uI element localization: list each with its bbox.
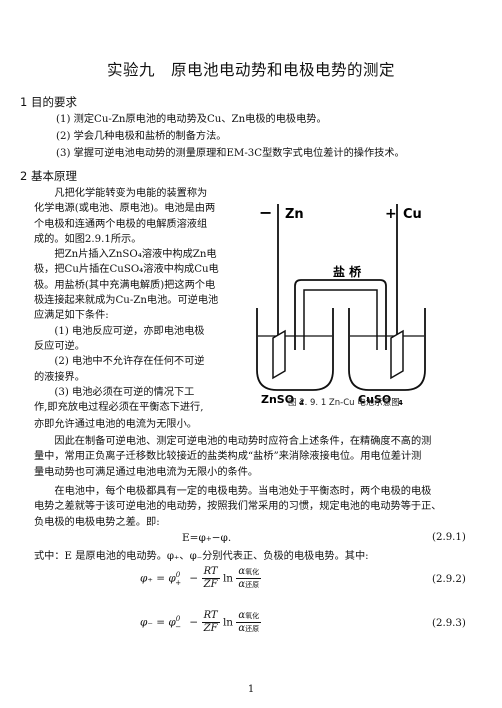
text-line: (1) 电池反应可逆，亦即电池电极 [54,325,205,337]
text-line: 电势之差就等于该可逆电池的电动势，按照我们常采用的习惯，规定电池的电动势等于正、 [34,501,442,513]
eq2-plus-sub: + [175,578,182,587]
right-beaker [348,308,426,391]
equation-number: (2.9.3) [432,618,466,629]
paragraph-salt-bridge: 因此在制备可逆电池、测定可逆电池的电动势时应符合上述条件，在精确度不高的测 量中… [34,434,474,480]
objective-item: (2) 学会几种电极和盐桥的制备方法。 [56,131,227,142]
text-line: 量中，常用正负离子迁移数比较接近的盐类构成“盐桥”来消除液接电位。用电位差计测 [34,451,422,463]
equation-number: (2.9.2) [432,574,466,585]
page-title: 实验九 原电池电动势和电极电势的测定 [106,61,395,79]
salt-bridge-outer [294,279,387,350]
text-line: 成的。如图2.9.1所示。 [34,233,142,245]
equation-2-9-1: E=φ+−φ. [182,532,231,544]
page-number: 1 [247,684,255,695]
principle-narrow-column: 凡把化学能转变为电能的装置称为 化学电源(或电池、原电池)。电池是由两 个电极和… [34,186,239,415]
eq3-alpha: α [238,623,246,634]
eq1-tail: −φ. [211,532,232,544]
eq3-numerator: RT [201,610,220,623]
paragraph-electrode-potential: 在电池中，每个电极都具有一定的电极电势。当电池处于平衡态时，两个电极的电极 电势… [34,484,474,530]
eq2-denominator: ZF [203,579,218,590]
zn-plate [272,329,286,380]
figure-caption: 图 2. 9. 1 Zn-Cu 电池示意图 [288,398,400,408]
left-beaker [256,308,334,391]
eq3-standard-superscript: 0 [175,615,181,623]
eq2-ox-sub: 氧化 [245,568,260,576]
objective-item: (3) 掌握可逆电池电动势的测量原理和EM-3C型数字式电位差计的操作技术。 [56,148,405,159]
text-line: 极。用盐桥(其中充满电解质)把这两个电 [34,279,216,291]
text-line: 量电动势也可满足通过电池电流为无限小的条件。 [34,466,259,478]
eq3-denominator: ZF [203,623,218,634]
eq3-minus-sub: − [175,622,182,631]
znso4-label: ZnSO [261,393,294,405]
eq2-numerator: RT [201,566,220,579]
section-heading-objectives: 1 目的要求 [20,95,77,109]
text-line: 式中：E 是原电池的电动势。φ₊、φ₋分别代表正、负极的电极电势。其中: [34,551,369,562]
eq2-lhs: φ₊ = φ [140,572,176,585]
objective-item: (1) 测定Cu-Zn原电池的电动势及Cu、Zn电极的电极电势。 [56,114,327,125]
text-line: 化学电源(或电池、原电池)。电池是由两 [34,203,216,215]
minus-sign-label: − [259,203,272,222]
eq3-ln: ln [222,616,234,629]
text-line: 在电池中，每个电极都具有一定的电极电势。当电池处于平衡态时，两个电极的电极 [54,486,432,497]
section-heading-principle: 2 基本原理 [20,169,77,183]
eq1-plus-sub: + [205,535,212,543]
plus-sign-label: + [385,206,397,222]
eq2-alpha: α [238,566,246,577]
cuso4-label: CuSO [358,393,391,405]
cu-plate [390,329,404,380]
text-line: 的液接界。 [34,371,85,383]
text-line: 负电极的电极电势之差。即: [34,516,160,528]
eq2-standard-superscript: 0 [175,571,181,579]
text-line: 个电极和连通两个电极的电解质溶液组 [34,218,208,230]
eq1-lhs: E=φ [182,532,206,544]
equation-number: (2.9.1) [432,532,466,543]
cu-electrode-label: Cu [403,207,422,222]
text-line: (2) 电池中不允许存在任何不可逆 [54,356,205,368]
text-line: 因此在制备可逆电池、测定可逆电池的电动势时应符合上述条件，在精确度不高的测 [54,436,432,447]
text-line: 极，把Cu片插在CuSO₄溶液中构成Cu电 [34,264,219,276]
eq3-red-sub: 还原 [245,625,260,633]
text-line: (3) 电池必须在可逆的情况下工 [54,386,195,398]
eq3-alpha: α [238,610,246,621]
eq2-ln: ln [222,572,234,585]
eq2-alpha: α [238,579,246,590]
eq2-red-sub: 还原 [245,581,260,589]
eq3-lhs: φ₋ = φ [140,616,176,629]
salt-bridge-inner [303,289,378,350]
text-line: 应满足如下条件: [34,310,109,322]
zn-cu-cell-diagram: − Zn + Cu 盐 桥 ZnSO 4 CuSO 4 [256,203,426,405]
text-line: 作,即充放电过程必须在平衡态下进行, [34,402,204,414]
eq3-ox-sub: 氧化 [245,612,260,620]
cuso4-subscript: 4 [398,399,403,405]
znso4-subscript: 4 [299,399,304,405]
text-line: 反应可逆。 [34,340,85,352]
eq2-minus: − [189,572,199,585]
text-line: 凡把化学能转变为电能的装置称为 [54,188,208,199]
eq3-minus: − [189,616,199,629]
text-line: 极连接起来就成为Cu-Zn电池。可逆电池 [34,295,219,307]
text-line: 把Zn片插入ZnSO₄溶液中构成Zn电 [54,249,217,261]
zn-electrode-label: Zn [285,207,304,222]
text-line: 亦即允许通过电池的电流为无限小。 [34,419,197,430]
salt-bridge-label: 盐 桥 [333,264,362,279]
